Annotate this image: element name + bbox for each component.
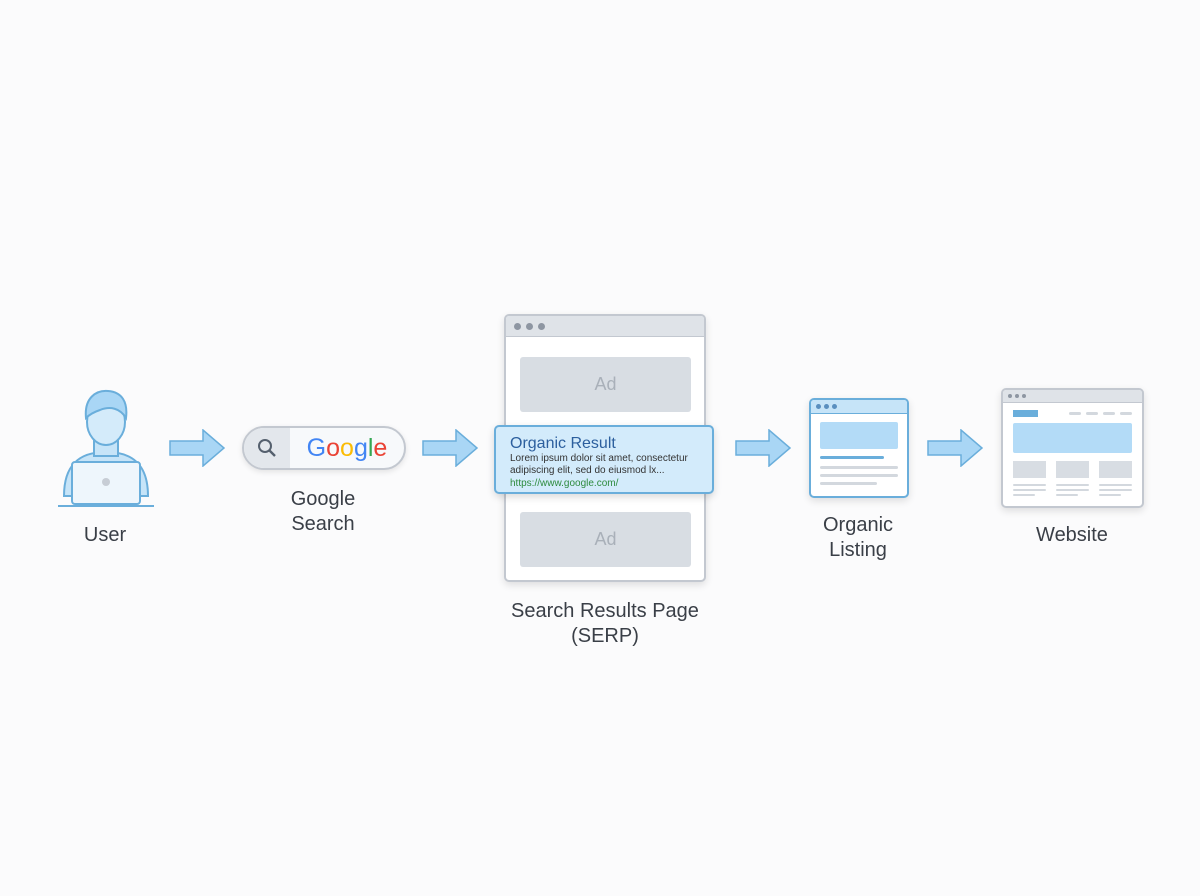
user-label: User bbox=[83, 524, 127, 546]
label-line: (SERP) bbox=[571, 625, 639, 647]
arrow-icon bbox=[422, 429, 478, 467]
organic-result-url: https://www.google.com/ bbox=[510, 478, 619, 489]
organic-result-snippet: Lorem ipsum dolor sit amet, consectetur bbox=[510, 453, 688, 464]
text-line bbox=[1099, 494, 1121, 496]
arrow-icon bbox=[927, 429, 983, 467]
ad-block-top[interactable]: Ad bbox=[520, 357, 691, 412]
text-line bbox=[820, 466, 898, 469]
user-laptop-icon bbox=[58, 389, 154, 507]
content-card bbox=[1099, 461, 1132, 478]
label-line: Organic bbox=[822, 514, 894, 536]
website-window bbox=[1001, 388, 1144, 508]
serp-label: Search Results Page (SERP) bbox=[485, 599, 725, 649]
organic-listing-window bbox=[809, 398, 909, 498]
label-line: Search bbox=[291, 513, 355, 535]
text-line bbox=[1099, 484, 1132, 486]
website-label: Website bbox=[1036, 524, 1108, 546]
label-line: Google bbox=[290, 488, 356, 510]
text-line bbox=[820, 482, 877, 485]
label-line: Search Results Page bbox=[511, 600, 699, 622]
window-titlebar bbox=[1003, 390, 1142, 403]
content-card bbox=[1056, 461, 1089, 478]
organic-result-snippet: adipiscing elit, sed do eiusmod lx... bbox=[510, 465, 665, 476]
window-titlebar bbox=[811, 400, 907, 414]
text-line bbox=[820, 474, 898, 477]
nav-link bbox=[1103, 412, 1115, 415]
hero-banner bbox=[1013, 423, 1132, 453]
text-line bbox=[1099, 489, 1132, 491]
site-logo bbox=[1013, 410, 1038, 417]
text-line bbox=[1056, 484, 1089, 486]
text-line bbox=[820, 456, 884, 459]
arrow-icon bbox=[735, 429, 791, 467]
hero-block bbox=[820, 422, 898, 449]
search-icon bbox=[244, 428, 290, 468]
nav-link bbox=[1069, 412, 1081, 415]
text-line bbox=[1056, 489, 1089, 491]
label-line: Listing bbox=[829, 539, 887, 561]
ad-block-bottom[interactable]: Ad bbox=[520, 512, 691, 567]
text-line bbox=[1013, 484, 1046, 486]
text-line bbox=[1013, 489, 1046, 491]
text-line bbox=[1056, 494, 1078, 496]
organic-result-title: Organic Result bbox=[510, 435, 616, 452]
organic-result-card[interactable]: Organic Result Lorem ipsum dolor sit ame… bbox=[494, 425, 714, 494]
arrow-icon bbox=[169, 429, 225, 467]
text-line bbox=[1013, 494, 1035, 496]
window-titlebar bbox=[506, 316, 704, 337]
nav-link bbox=[1086, 412, 1098, 415]
content-card bbox=[1013, 461, 1046, 478]
nav-link bbox=[1120, 412, 1132, 415]
